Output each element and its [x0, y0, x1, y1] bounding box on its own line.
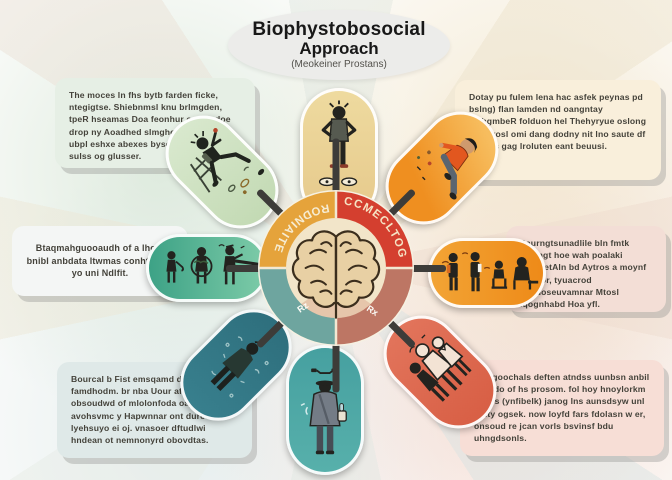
- dancing-person-figure-icon: [189, 128, 265, 195]
- central-wheel: RODNIAITE CCMECLTOG Rz Rx: [258, 190, 414, 346]
- lone-person-figure-icon: [210, 336, 269, 398]
- wheel-segments: [259, 191, 413, 345]
- title-line2: Approach: [299, 38, 379, 58]
- sitting-person-figure-icon: [416, 138, 478, 200]
- title-subtitle: (Meokeiner Prostans): [291, 59, 387, 71]
- title-ellipse: Biophystobosocial Approach (Meokeiner Pr…: [228, 10, 450, 80]
- petal-top-left: [149, 99, 295, 245]
- group-of-four-figures-icon: [441, 251, 539, 292]
- man-with-hat-rear-figure-icon: [300, 368, 347, 455]
- petal-bottom-right: [367, 299, 513, 445]
- family-of-three-figures-icon: [409, 334, 472, 402]
- title-line1: Biophystobosocial: [252, 18, 426, 40]
- standing-man-figure-icon: [318, 100, 358, 194]
- brain-icon: [291, 230, 381, 319]
- petal-bottom-left: [164, 293, 308, 437]
- petal-top-right: [369, 95, 515, 241]
- spoke-right: [402, 264, 446, 272]
- petal-right: [428, 238, 546, 308]
- three-people-figures-icon: [166, 244, 260, 285]
- petal-bottom: [286, 345, 364, 475]
